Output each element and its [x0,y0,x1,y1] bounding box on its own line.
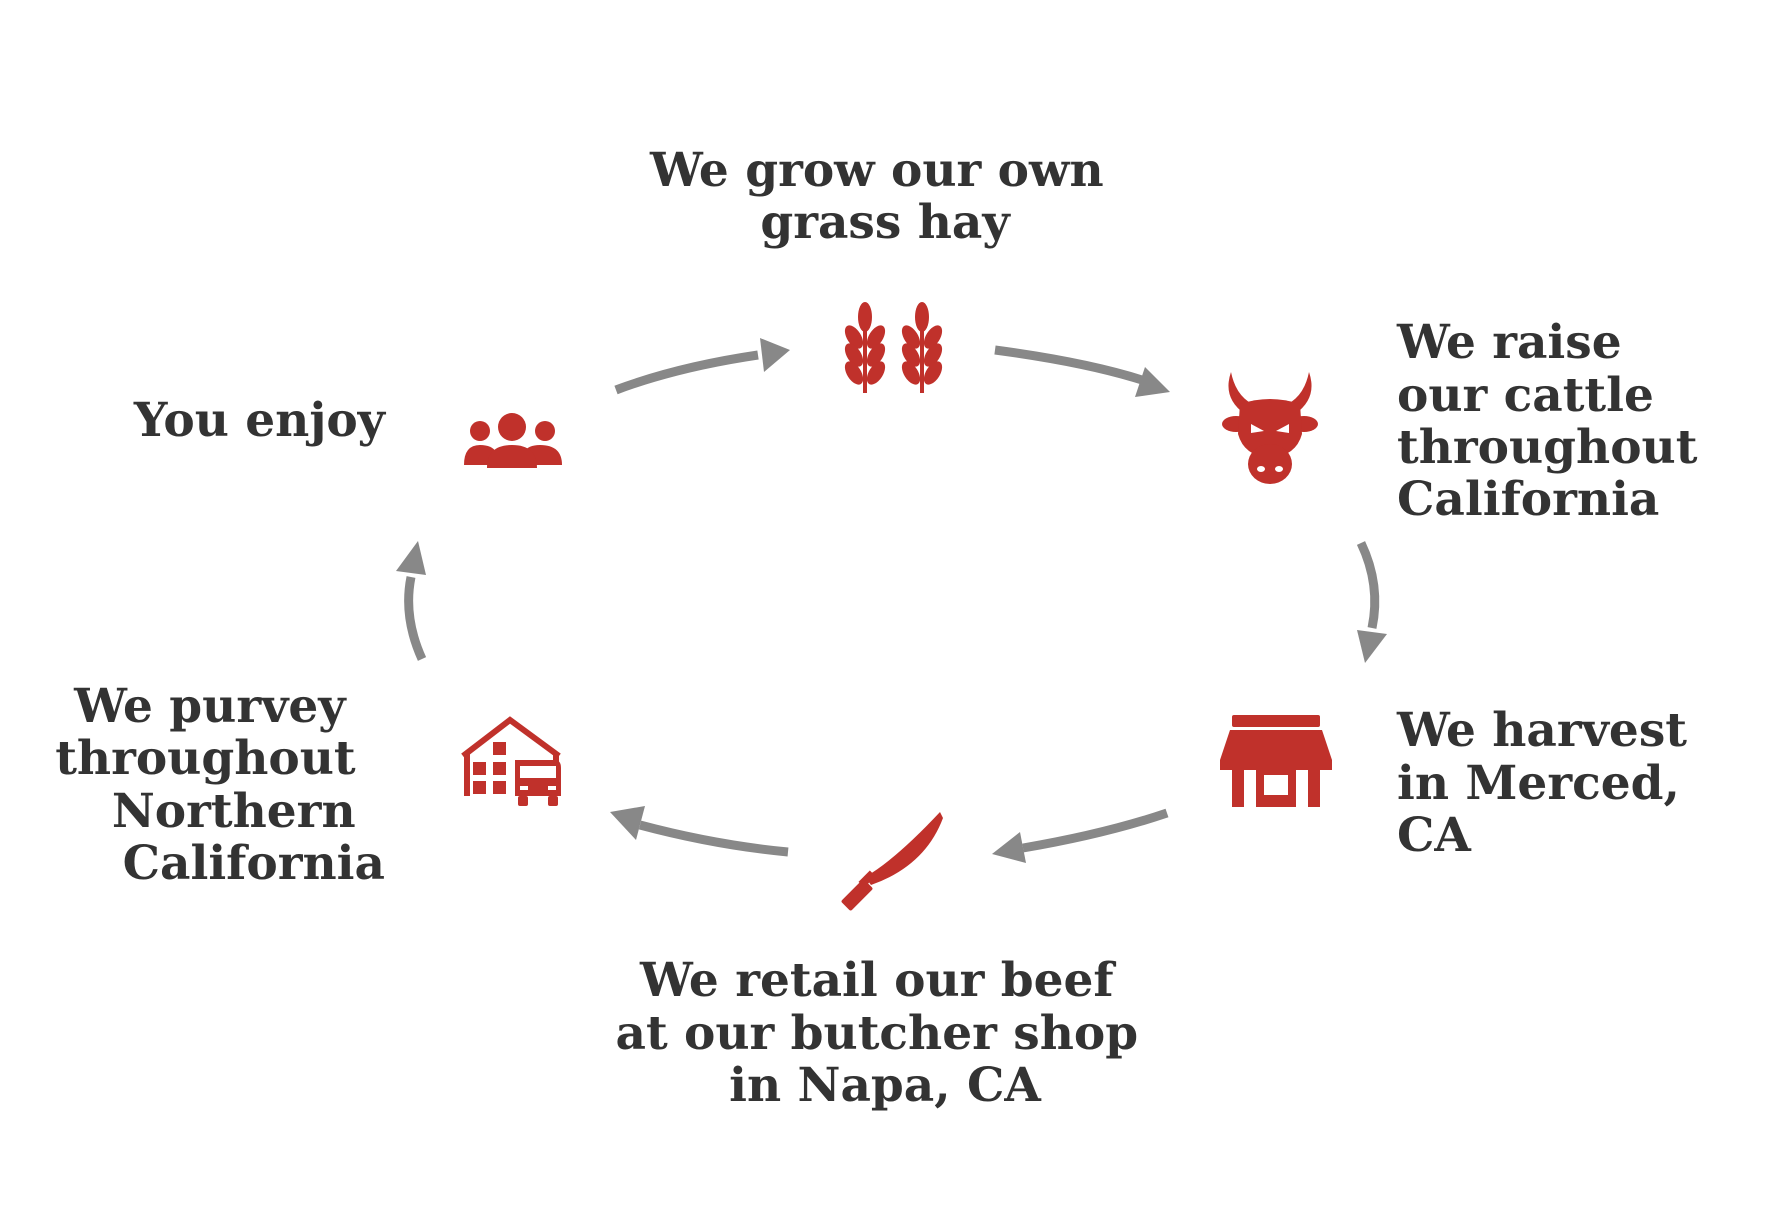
step-label-grow: We grow our own grass hay [649,143,1120,250]
arrow-enjoy-to-grow [614,338,790,395]
storefront-icon [1220,715,1332,807]
arrow-grow-to-raise [994,345,1170,397]
arrow-purvey-to-enjoy [396,541,427,661]
knife-icon [841,812,943,911]
step-label-enjoy: You enjoy [133,393,387,448]
warehouse-truck-icon [461,716,561,806]
step-label-raise: We raise our cattle throughout Californi… [1396,315,1714,527]
step-label-purvey: We purvey throughout Northern California [55,679,385,891]
cycle-arrows [396,338,1387,863]
bull-icon [1222,372,1318,484]
arrow-raise-to-harvest [1356,541,1387,663]
step-labels: We grow our own grass hay We raise our c… [55,143,1714,1113]
arrow-harvest-to-retail [992,808,1169,863]
step-icons [461,302,1332,911]
wheat-icon [844,302,943,393]
step-label-harvest: We harvest in Merced, CA [1396,703,1703,863]
step-label-retail: We retail our beef at our butcher shop i… [616,953,1155,1113]
people-icon [464,413,562,468]
arrow-retail-to-purvey [610,806,789,857]
